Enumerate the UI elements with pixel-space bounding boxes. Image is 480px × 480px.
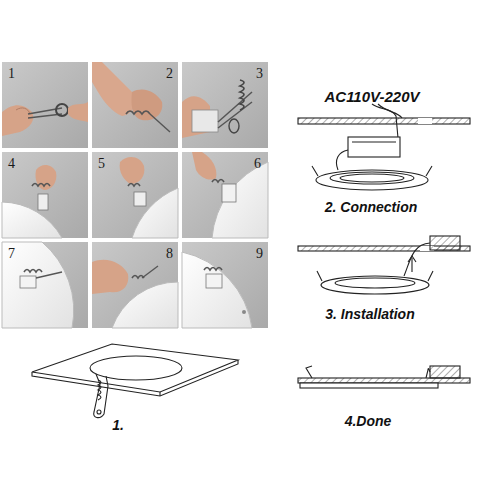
step-number: 2 xyxy=(166,66,173,81)
step-number: 6 xyxy=(254,156,261,171)
step-caption: 4.Done xyxy=(345,414,392,429)
step-number: 8 xyxy=(166,246,173,261)
panel-drawing xyxy=(32,344,238,418)
done-drawing xyxy=(298,366,470,388)
step-number: 5 xyxy=(98,156,105,171)
step-number: 4 xyxy=(8,156,15,171)
step-number: 9 xyxy=(256,246,263,261)
step-caption: 3. Installation xyxy=(325,307,414,322)
step-number: 7 xyxy=(8,246,15,261)
step-number: 1 xyxy=(8,66,15,81)
connection-drawing xyxy=(298,104,470,190)
voltage-label: AC110V-220V xyxy=(324,89,419,106)
step-caption: 2. Connection xyxy=(325,200,418,215)
step-number: 3 xyxy=(256,66,263,81)
photo-grid xyxy=(2,62,268,328)
step-caption: 1. xyxy=(112,418,124,433)
installation-drawing xyxy=(298,236,470,294)
